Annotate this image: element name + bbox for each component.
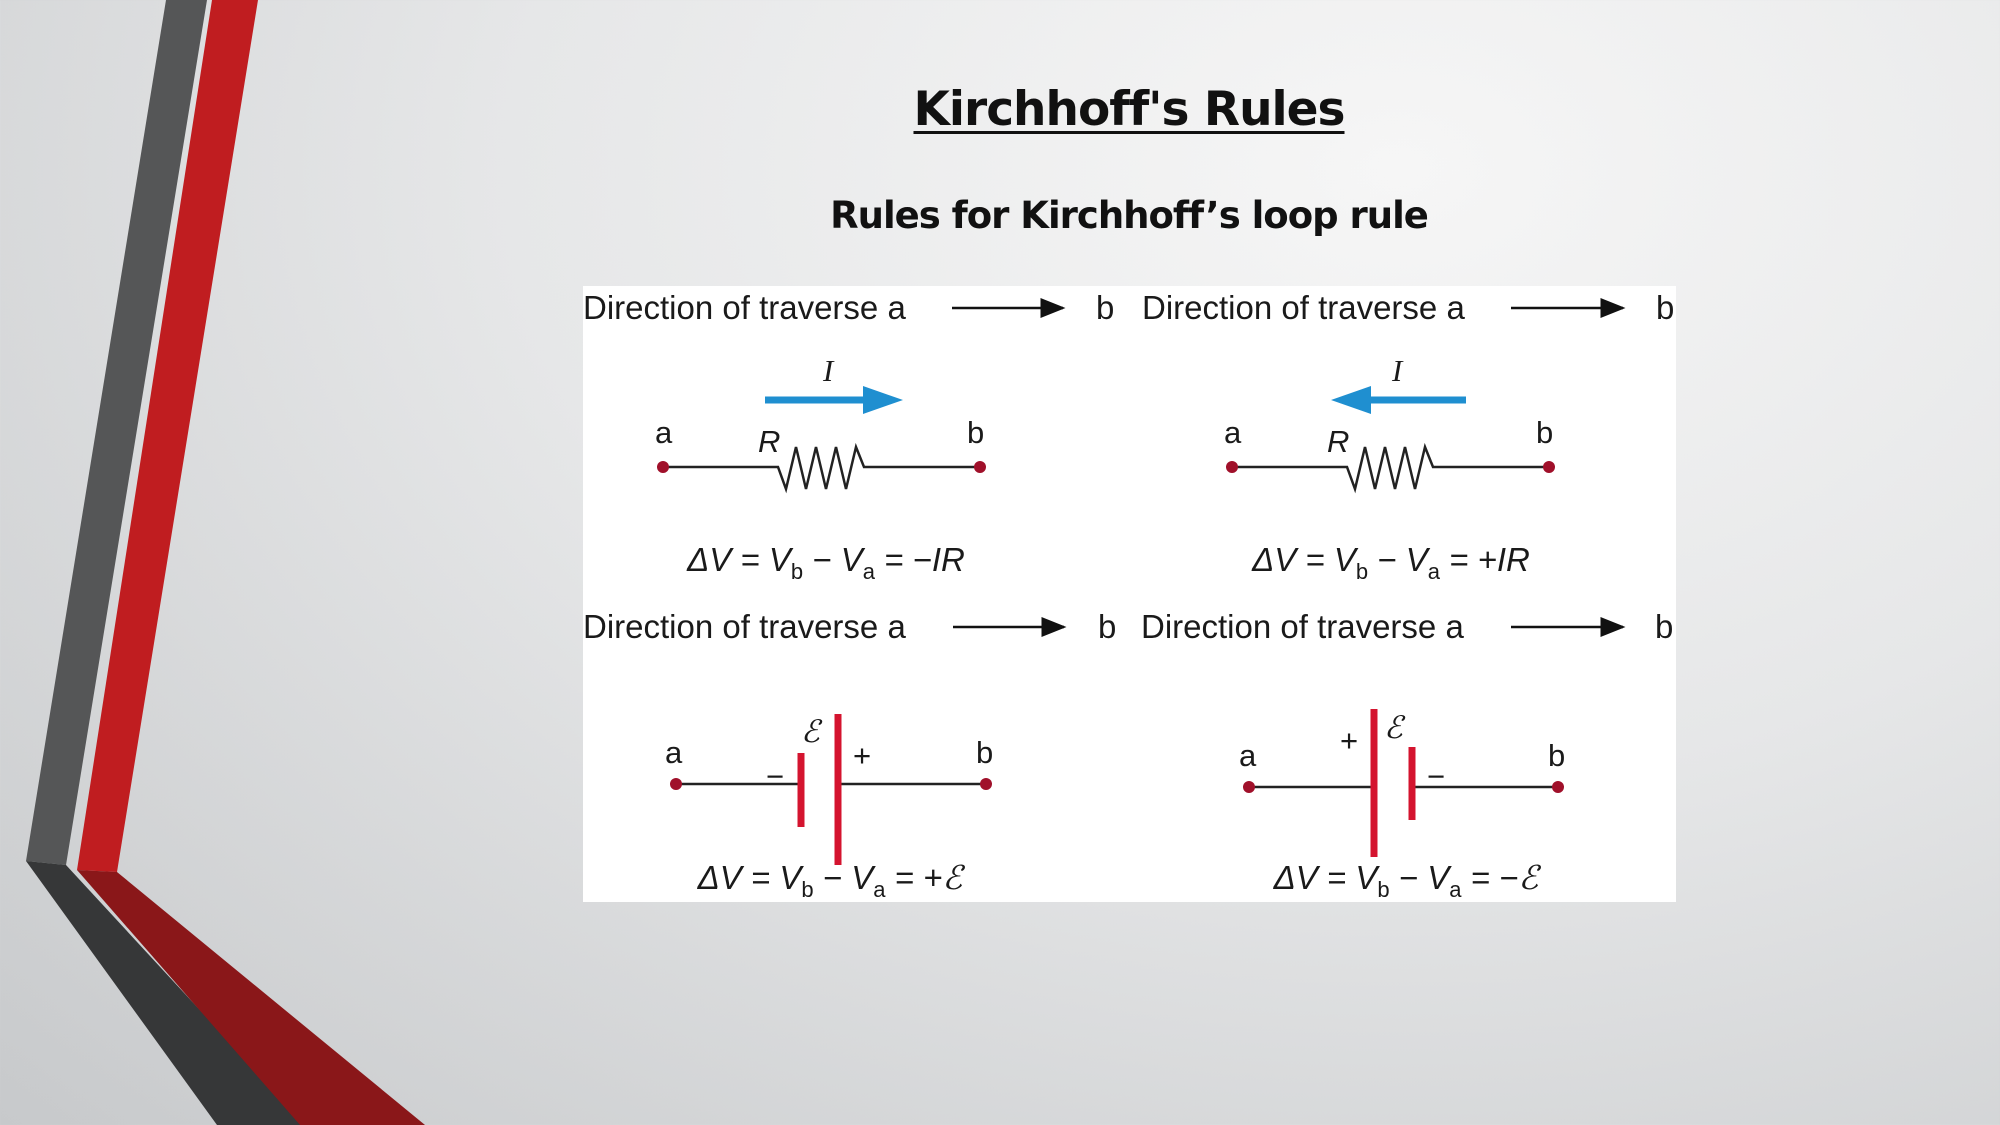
node-a-label: a: [1239, 738, 1257, 773]
resistor-icon: [663, 442, 980, 494]
red-stripe-lower: [77, 870, 425, 1125]
node-b-label: b: [1548, 738, 1565, 773]
minus-terminal-label: −: [1427, 759, 1445, 794]
plus-terminal-label: +: [853, 738, 871, 773]
plus-terminal-label: +: [1340, 723, 1358, 758]
node-a-dot: [1226, 461, 1238, 473]
gray-stripe-upper: [26, 0, 207, 865]
node-b-label: b: [967, 415, 984, 450]
traverse-end-label: b: [1098, 608, 1116, 645]
slide-title: Kirchhoff's Rules: [913, 82, 1345, 137]
current-arrow-right-icon: [765, 386, 903, 414]
traverse-header: Direction of traverse a: [1141, 608, 1464, 645]
battery-icon: [1370, 709, 1416, 857]
node-b-dot: [1552, 781, 1564, 793]
panel-resistor-current-backward: Direction of traverse a b I a b R ΔV = V…: [1142, 289, 1674, 584]
equation: ΔV = Vb − Va = −IR: [686, 541, 965, 584]
panel-resistor-current-forward: Direction of traverse a b I a b R ΔV = V…: [583, 289, 1114, 584]
resistor-label: R: [758, 424, 780, 459]
gray-stripe-lower: [26, 861, 306, 1125]
node-a-dot: [670, 778, 682, 790]
node-b-label: b: [976, 735, 993, 770]
traverse-end-label: b: [1655, 608, 1673, 645]
equation: ΔV = Vb − Va = +IR: [1251, 541, 1530, 584]
minus-terminal-label: −: [766, 759, 784, 794]
traverse-end-label: b: [1656, 289, 1674, 326]
traverse-end-label: b: [1096, 289, 1114, 326]
panel-emf-forward: Direction of traverse a b a b ℰ − + ΔV =…: [583, 608, 1116, 902]
node-b-dot: [974, 461, 986, 473]
traverse-header: Direction of traverse a: [583, 608, 906, 645]
battery-icon: [797, 714, 842, 865]
node-a-label: a: [655, 415, 673, 450]
resistor-label: R: [1327, 424, 1349, 459]
current-label: I: [822, 353, 835, 388]
node-b-dot: [980, 778, 992, 790]
node-a-dot: [657, 461, 669, 473]
traverse-header: Direction of traverse a: [1142, 289, 1465, 326]
node-a-dot: [1243, 781, 1255, 793]
emf-label: ℰ: [801, 714, 823, 749]
red-stripe-upper: [77, 0, 258, 872]
traverse-header: Direction of traverse a: [583, 289, 906, 326]
equation: ΔV = Vb − Va = −ℰ: [1273, 859, 1542, 902]
node-a-label: a: [665, 735, 683, 770]
equation: ΔV = Vb − Va = +ℰ: [697, 859, 966, 902]
current-label: I: [1391, 353, 1404, 388]
kirchhoff-loop-rule-figure: Direction of traverse a b I a b R ΔV = V…: [583, 286, 1676, 902]
node-b-label: b: [1536, 415, 1553, 450]
resistor-icon: [1232, 442, 1549, 494]
panel-emf-backward: Direction of traverse a b a b ℰ + − ΔV =…: [1141, 608, 1673, 902]
node-a-label: a: [1224, 415, 1242, 450]
node-b-dot: [1543, 461, 1555, 473]
emf-label: ℰ: [1384, 710, 1406, 745]
slide-subtitle: Rules for Kirchhoff’s loop rule: [830, 194, 1429, 237]
current-arrow-left-icon: [1331, 386, 1466, 414]
